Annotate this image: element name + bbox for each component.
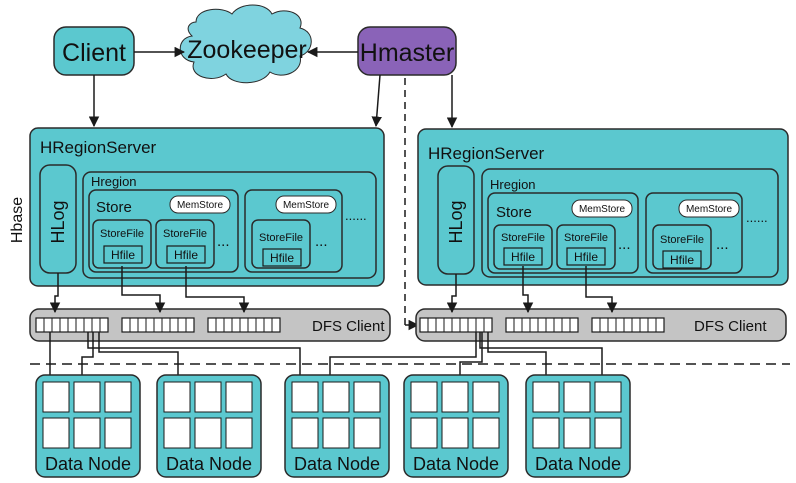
- region-server-1-title: HRegionServer: [40, 138, 157, 157]
- data-node-label: Data Node: [45, 454, 131, 474]
- hfile-to-dfs-lines-2: [446, 266, 618, 314]
- store-1b: MemStore StoreFile Hfile ...: [244, 189, 343, 273]
- dfs-client-1-label: DFS Client: [312, 318, 385, 335]
- store-2b: MemStore StoreFile Hfile ...: [645, 192, 743, 274]
- region-server-2: HRegionServer HLog Hregion Store MemStor…: [417, 128, 789, 286]
- hfile-2b-1: Hfile: [670, 253, 694, 267]
- hregion-1-label: Hregion: [91, 174, 137, 189]
- zookeeper-cloud: Zookeeper: [179, 4, 312, 84]
- data-node: Data Node: [35, 374, 141, 478]
- storefile-1a-2: StoreFile: [163, 228, 207, 240]
- data-node: Data Node: [525, 374, 631, 478]
- hregion-2: Hregion Store MemStore StoreFile Hfile S…: [481, 168, 779, 278]
- dfs-client-bar-1: DFS Client: [29, 308, 391, 342]
- dfs-block-strip: [207, 317, 281, 333]
- client-box: Client: [53, 26, 135, 76]
- dfs-client-2-label: DFS Client: [694, 318, 767, 335]
- hfile-1a-1: Hfile: [111, 248, 135, 262]
- memstore-2b: MemStore: [686, 204, 733, 215]
- store-1a: Store MemStore StoreFile Hfile StoreFile…: [88, 189, 239, 273]
- hlog-1: HLog: [39, 164, 77, 274]
- data-node: Data Node: [403, 374, 509, 478]
- store-2a: Store MemStore StoreFile Hfile StoreFile…: [487, 192, 639, 274]
- hfile-1b-1: Hfile: [270, 251, 294, 265]
- store-2a-ellipsis: ...: [618, 236, 631, 253]
- store-1a-label: Store: [96, 199, 132, 216]
- storefile-2b-1: StoreFile: [660, 234, 704, 246]
- hregion-1-ellipsis: ......: [345, 208, 367, 223]
- storefile-2a-1: StoreFile: [501, 232, 545, 244]
- data-node: Data Node: [284, 374, 390, 478]
- dfs-block-strip: [121, 317, 195, 333]
- store-1b-ellipsis: ...: [315, 233, 328, 250]
- data-nodes: Data Node Data Node Data Node Data Node Data…: [35, 374, 631, 478]
- hlog-2-label: HLog: [446, 200, 466, 243]
- store-2b-ellipsis: ...: [716, 236, 729, 253]
- storefile-1b-1: StoreFile: [259, 232, 303, 244]
- client-label: Client: [62, 39, 126, 67]
- hregion-2-ellipsis: ......: [746, 210, 768, 225]
- dfs-block-strip: [419, 317, 493, 333]
- data-node-label: Data Node: [294, 454, 380, 474]
- region-server-2-title: HRegionServer: [428, 144, 545, 163]
- hfile-to-dfs-lines-1: [49, 266, 250, 314]
- dfs-block-strip: [35, 317, 109, 333]
- region-server-1: HRegionServer HLog Hregion Store MemStor…: [29, 127, 385, 287]
- memstore-1b: MemStore: [283, 200, 330, 211]
- zookeeper-label: Zookeeper: [187, 36, 307, 64]
- hfile-2a-2: Hfile: [574, 250, 598, 264]
- store-2a-label: Store: [496, 204, 532, 221]
- store-1a-ellipsis: ...: [217, 233, 230, 250]
- data-node-label: Data Node: [166, 454, 252, 474]
- memstore-2a: MemStore: [579, 204, 626, 215]
- hmaster-box: Hmaster: [357, 26, 457, 76]
- hlog-1-label: HLog: [48, 200, 68, 243]
- dfs-client-bar-2: DFS Client: [415, 308, 787, 342]
- dfs-block-strip: [505, 317, 579, 333]
- hfile-2a-1: Hfile: [511, 250, 535, 264]
- storefile-2a-2: StoreFile: [564, 232, 608, 244]
- data-node: Data Node: [156, 374, 262, 478]
- data-node-label: Data Node: [535, 454, 621, 474]
- hlog-2: HLog: [437, 165, 475, 275]
- hfile-1a-2: Hfile: [174, 248, 198, 262]
- storefile-1a-1: StoreFile: [100, 228, 144, 240]
- hbase-label: Hbase: [9, 197, 26, 243]
- data-node-label: Data Node: [413, 454, 499, 474]
- memstore-1a: MemStore: [177, 200, 224, 211]
- hmaster-to-regionserver1-arrow: [371, 74, 382, 128]
- hregion-2-label: Hregion: [490, 177, 536, 192]
- dfs-block-strip: [591, 317, 665, 333]
- hregion-1: Hregion Store MemStore StoreFile Hfile S…: [82, 171, 377, 279]
- hmaster-label: Hmaster: [360, 39, 454, 67]
